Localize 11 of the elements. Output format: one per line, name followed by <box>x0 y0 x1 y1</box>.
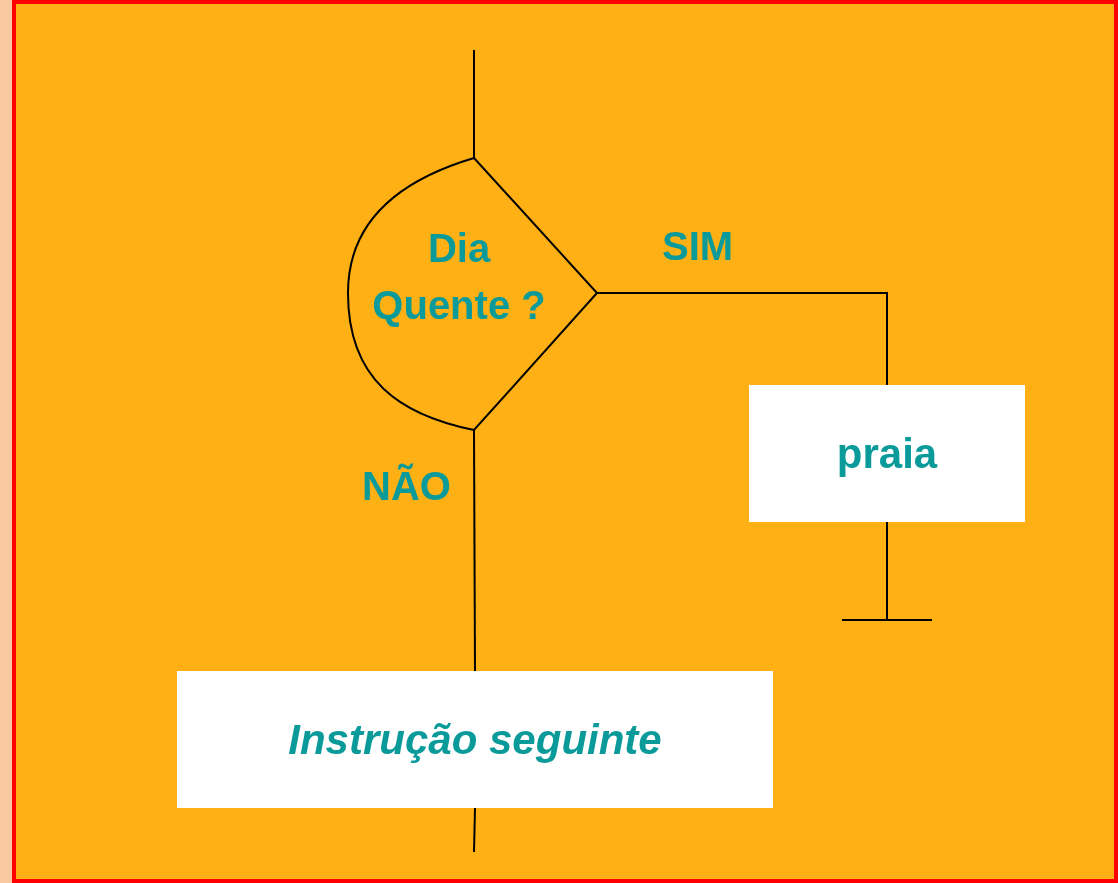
process-box <box>177 671 773 808</box>
process-text: praia <box>836 429 938 479</box>
connector-line <box>596 292 888 386</box>
connector-line <box>473 429 476 672</box>
edge-label: SIM <box>662 226 734 266</box>
process-box <box>749 385 1025 522</box>
terminator-line <box>841 521 933 621</box>
decision-text: Dia Quente ? <box>371 225 547 329</box>
connector-line <box>473 807 476 853</box>
connector-line <box>473 49 475 159</box>
process-text: Instrução seguinte <box>288 715 662 765</box>
